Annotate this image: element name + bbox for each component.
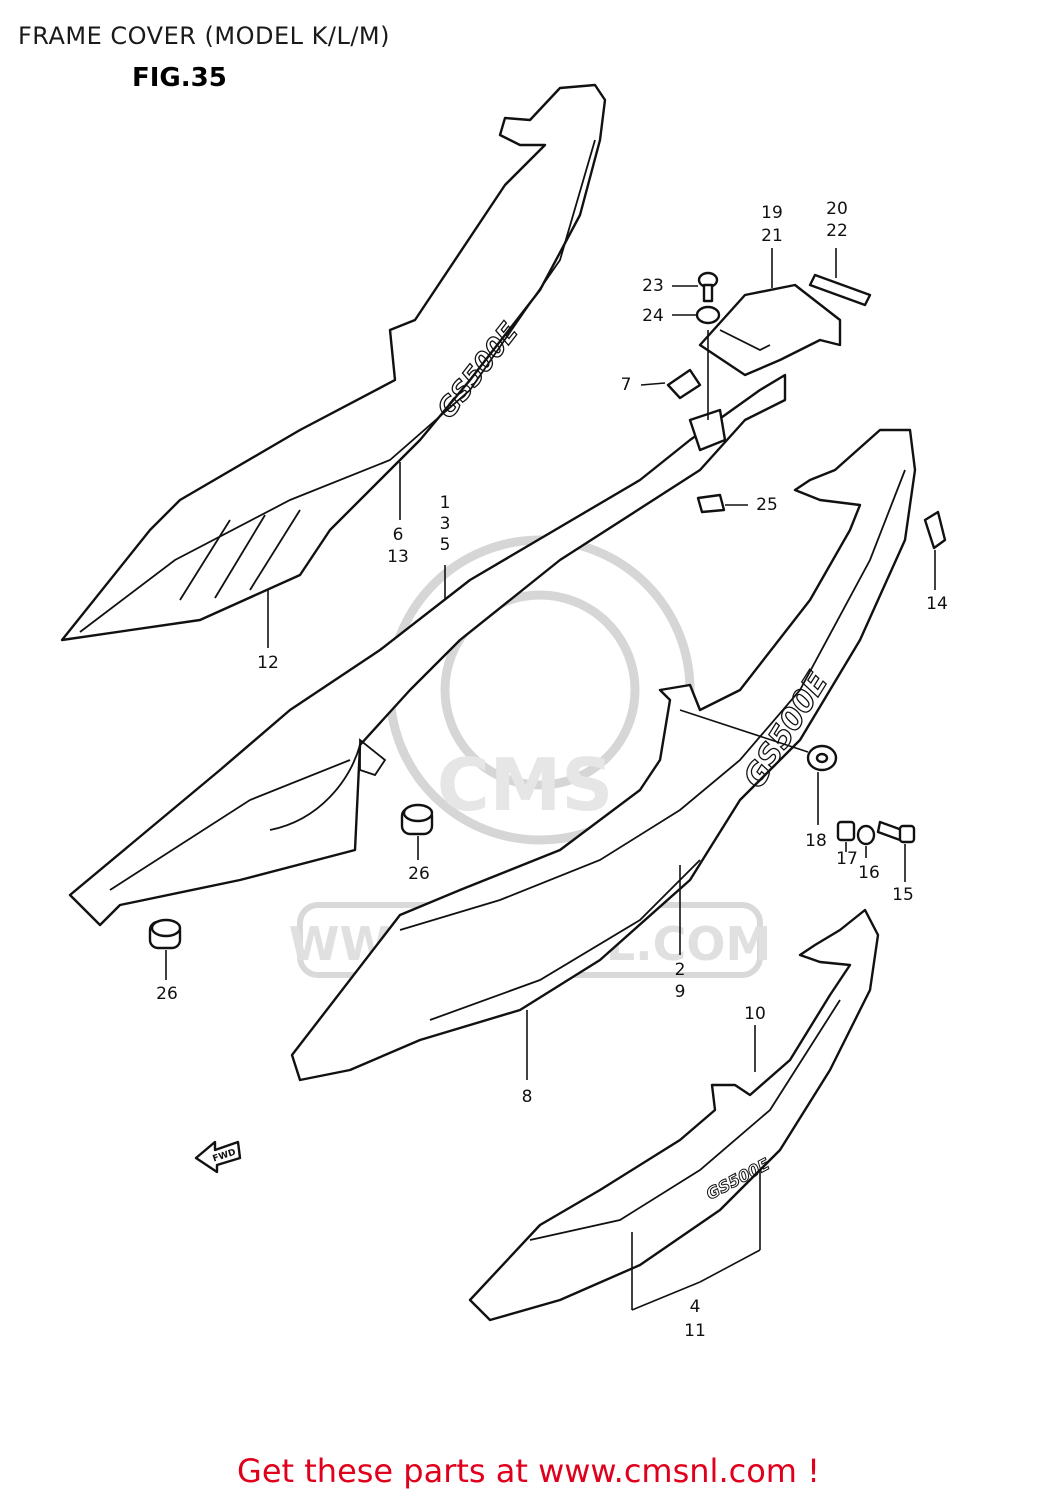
callout-9: 9 (675, 982, 686, 1002)
callout-8: 8 (522, 1087, 533, 1107)
page-title: FRAME COVER (MODEL K/L/M) (18, 22, 390, 50)
callout-3: 3 (440, 514, 451, 534)
callout-16: 16 (858, 863, 880, 883)
callout-26-upper: 26 (408, 864, 430, 884)
callout-24: 24 (642, 306, 664, 326)
grommet-part-18 (806, 744, 838, 772)
svg-text:135: 135 (440, 493, 451, 555)
bracket-part-7 (666, 368, 727, 514)
grommet-part-26-lower (148, 918, 182, 950)
bolt-part-15 (876, 820, 916, 844)
callout-26-lower: 26 (156, 984, 178, 1004)
callout-15: 15 (892, 885, 914, 905)
clip-part-14 (923, 510, 947, 550)
callout-7: 7 (621, 375, 632, 395)
watermark-logo-text: CMS (437, 743, 613, 827)
callout-25: 25 (756, 495, 778, 515)
callout-21: 21 (761, 226, 783, 246)
svg-text:411: 411 (684, 1297, 706, 1341)
callout-18: 18 (805, 831, 827, 851)
cover-part-19-21 (698, 283, 842, 377)
exploded-view-diagram: CMS WWW.CMSNL.COM GS500E GS500E GS5 (60, 83, 948, 1341)
callout-5: 5 (440, 535, 451, 555)
leader-lines (165, 248, 936, 1311)
grommet-part-26-upper (400, 803, 434, 836)
screw-part-23 (697, 271, 719, 303)
callout-17: 17 (836, 849, 858, 869)
footer-link-text[interactable]: Get these parts at www.cmsnl.com ! (237, 1452, 820, 1490)
svg-text:613: 613 (387, 525, 409, 567)
callout-4: 4 (690, 1297, 701, 1317)
callout-20: 20 (826, 199, 848, 219)
callout-10: 10 (744, 1004, 766, 1024)
svg-text:29: 29 (675, 960, 686, 1002)
callout-1: 1 (440, 493, 451, 513)
frame-cover-part-8 (68, 373, 787, 927)
emblem-part-20-22 (808, 273, 872, 307)
callout-6: 6 (393, 525, 404, 545)
forward-direction-arrow: FWD (194, 1140, 242, 1174)
watermark-logo-face (440, 590, 640, 790)
washer-part-16 (856, 824, 876, 846)
callout-23: 23 (642, 276, 664, 296)
callout-11: 11 (684, 1321, 706, 1341)
figure-number: FIG.35 (132, 63, 227, 93)
collar-part-17 (836, 820, 856, 842)
callout-22: 22 (826, 221, 848, 241)
nut-part-24 (695, 305, 721, 325)
callout-12: 12 (257, 653, 279, 673)
callout-19: 19 (761, 203, 783, 223)
callout-13: 13 (387, 547, 409, 567)
callout-14: 14 (926, 594, 948, 614)
callout-2: 2 (675, 960, 686, 980)
